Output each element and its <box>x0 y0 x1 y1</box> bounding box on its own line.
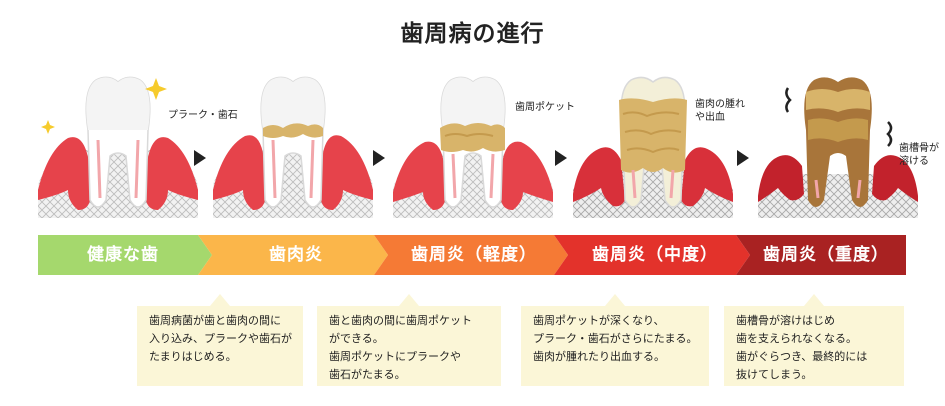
stage-label-moderate: 歯周炎（中度） <box>592 245 718 265</box>
stage-label-mild: 歯周炎（軽度） <box>411 245 537 265</box>
mild-periodontitis-tooth-illustration <box>393 70 553 220</box>
gum-swelling-label: 歯肉の腫れ や出血 <box>695 98 745 124</box>
gum-swelling-label-line1: 歯肉の腫れ <box>695 99 745 110</box>
bone-melting-label: 歯槽骨が 溶ける <box>899 142 939 168</box>
stage-label-gingivitis: 歯肉炎 <box>269 245 323 265</box>
note-line: 歯がぐらつき、最終的には <box>736 350 868 363</box>
note-line: 歯周ポケットが深くなり、 <box>533 314 665 327</box>
bone-melting-label-line2: 溶ける <box>899 156 929 167</box>
stage-segment-moderate <box>554 235 750 275</box>
note-line: 入り込み、プラークや歯石が <box>149 332 292 345</box>
progression-arrow-3 <box>555 150 567 166</box>
stage-progress-bar: 健康な歯 歯肉炎 歯周炎（軽度） 歯周炎（中度） 歯周炎（重度） <box>38 235 906 275</box>
progression-arrow-2 <box>373 150 385 166</box>
gingivitis-tooth-illustration <box>213 70 373 220</box>
note-moderate: 歯周ポケットが深くなり、 プラーク・歯石がさらにたまる。 歯肉が腫れたり出血する… <box>521 294 709 386</box>
periodontal-pocket-label: 歯周ポケット <box>515 102 575 113</box>
note-line: 歯を支えられなくなる。 <box>736 332 857 345</box>
note-line: 歯槽骨が溶けはじめ <box>736 314 835 327</box>
note-mild: 歯と歯肉の間に歯周ポケット ができる。 歯周ポケットにプラークや 歯石がたまる。 <box>317 294 501 386</box>
bone-melting-label-line1: 歯槽骨が <box>899 143 939 154</box>
healthy-tooth-illustration <box>38 70 198 220</box>
stage-label-severe: 歯周炎（重度） <box>763 245 889 265</box>
note-line: 歯肉が腫れたり出血する。 <box>533 350 665 363</box>
progression-arrow-1 <box>194 150 206 166</box>
note-gingivitis: 歯周病菌が歯と歯肉の間に 入り込み、プラークや歯石が たまりはじめる。 <box>137 294 303 386</box>
moderate-periodontitis-tooth-illustration <box>573 70 733 220</box>
note-line: ができる。 <box>329 332 384 345</box>
note-line: プラーク・歯石がさらにたまる。 <box>533 332 698 345</box>
gum-swelling-label-line2: や出血 <box>695 112 725 123</box>
page-title: 歯周病の進行 <box>400 21 545 47</box>
stage-segment-healthy <box>38 235 212 275</box>
plaque-tartar-label: プラーク・歯石 <box>168 110 238 121</box>
stage-segment-gingivitis <box>198 235 388 275</box>
note-line: 歯と歯肉の間に歯周ポケット <box>329 314 472 327</box>
note-line: 歯石がたまる。 <box>329 368 406 381</box>
note-line: 抜けてしまう。 <box>736 368 813 381</box>
note-line: 歯周病菌が歯と歯肉の間に <box>149 314 281 327</box>
progression-arrow-4 <box>737 150 749 166</box>
stage-segment-severe <box>736 235 906 275</box>
stage-segment-mild <box>374 235 568 275</box>
stage-label-healthy: 健康な歯 <box>87 245 159 265</box>
severe-periodontitis-tooth-illustration <box>758 70 918 220</box>
note-line: 歯周ポケットにプラークや <box>329 350 461 363</box>
note-line: たまりはじめる。 <box>149 350 237 363</box>
note-severe: 歯槽骨が溶けはじめ 歯を支えられなくなる。 歯がぐらつき、最終的には 抜けてしま… <box>724 294 904 386</box>
